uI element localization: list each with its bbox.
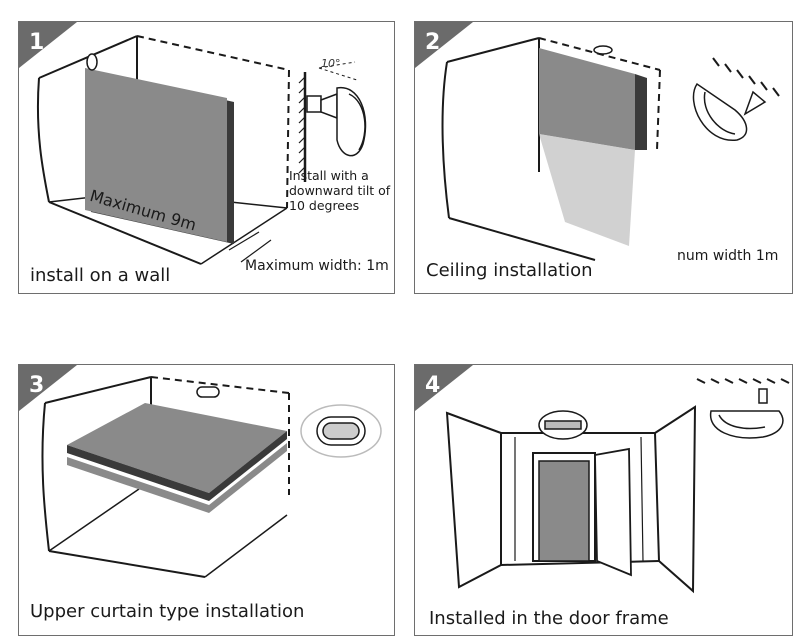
panel-ceiling-install: 2 num width 1m Ceiling installation <box>414 21 793 294</box>
ceiling-sensor-icon <box>692 82 767 141</box>
panel-wall-install: 1 10° Install with a downward tilt of 10… <box>18 21 395 294</box>
width-label: num width 1m <box>677 248 779 264</box>
sensor-icon <box>86 53 98 71</box>
panel-number: 1 <box>29 30 45 55</box>
panel-caption: Upper curtain type installation <box>30 601 305 622</box>
sensor-icon <box>538 410 588 440</box>
sensor-icon <box>593 45 613 55</box>
doorframe-install-diagram <box>445 378 790 594</box>
panel-caption: Installed in the door frame <box>429 608 669 629</box>
badge-shape <box>19 22 77 68</box>
width-label: Maximum width: 1m <box>245 258 389 274</box>
tilt-angle-label: 10° <box>321 57 341 70</box>
tilt-note: Install with a downward tilt of 10 degre… <box>289 168 391 213</box>
panel-curtain-install: 3 Upper curtain type installation <box>18 364 395 636</box>
panel-caption: install on a wall <box>30 265 171 286</box>
curtain-install-diagram <box>41 376 382 578</box>
badge-shape <box>415 22 473 68</box>
wall-install-diagram <box>36 35 367 265</box>
curtain-sensor-icon <box>300 404 382 458</box>
panel-number: 3 <box>29 373 45 398</box>
ceiling-install-diagram <box>441 37 780 261</box>
panel-caption: Ceiling installation <box>426 260 593 281</box>
wall-sensor-icon <box>306 87 367 157</box>
badge-shape <box>415 365 473 411</box>
sensor-icon <box>196 386 220 398</box>
panel-number: 2 <box>425 30 441 55</box>
panel-doorframe-install: 4 Installed in the door frame <box>414 364 793 636</box>
ceiling-sensor-icon <box>709 388 784 439</box>
panel-number: 4 <box>425 373 441 398</box>
badge-shape <box>19 365 77 411</box>
